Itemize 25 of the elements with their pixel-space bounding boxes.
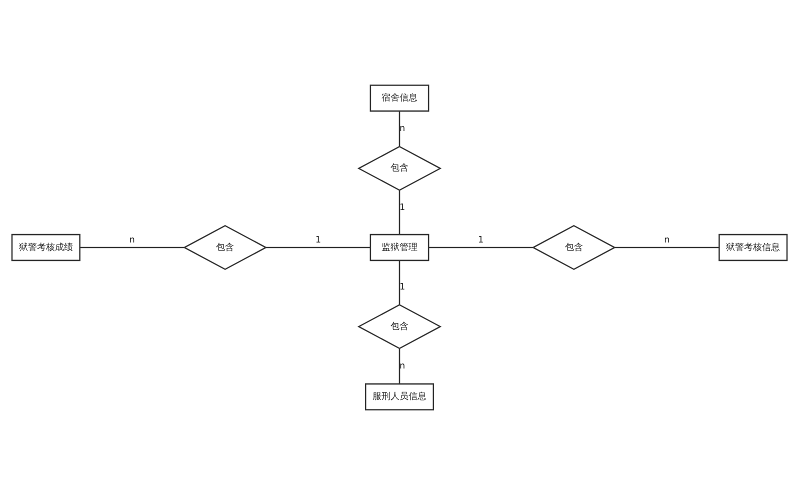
connector xyxy=(266,246,370,248)
connector xyxy=(614,246,719,248)
connector xyxy=(428,246,533,248)
edge-label: n xyxy=(400,361,406,372)
node-box: 狱警考核信息 xyxy=(718,234,788,262)
node-diamond: 包含 xyxy=(182,224,268,270)
edge-label: 1 xyxy=(399,203,406,214)
node-box: 监狱管理 xyxy=(370,234,430,262)
node-diamond: 包含 xyxy=(532,224,616,270)
connector xyxy=(398,348,400,384)
edge-label: n xyxy=(664,235,670,246)
connector xyxy=(398,190,400,234)
node-box: 服刑人员信息 xyxy=(364,383,434,410)
node-diamond: 包含 xyxy=(357,304,442,350)
edge-label: n xyxy=(400,124,406,134)
connector xyxy=(398,111,400,147)
node-box: 狱警考核成绩 xyxy=(11,234,80,262)
connector xyxy=(398,260,400,305)
node-diamond: 包含 xyxy=(357,146,442,191)
node-box: 宿舍信息 xyxy=(370,84,430,112)
edge-label: 1 xyxy=(315,235,321,246)
connector xyxy=(80,246,184,248)
edge-label: 1 xyxy=(399,282,406,292)
edge-label: n xyxy=(129,235,135,246)
edge-label: 1 xyxy=(478,235,484,246)
